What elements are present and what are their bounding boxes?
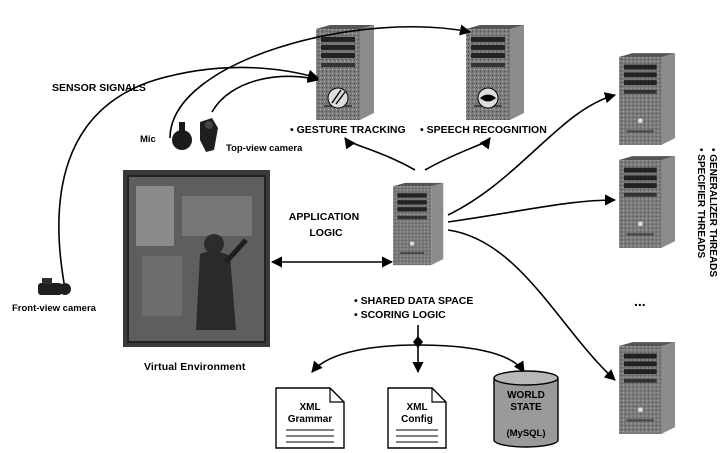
xml-config-line-2: Config xyxy=(401,414,433,425)
top-view-camera-icon xyxy=(200,118,218,152)
xml-grammar-line-1: XML xyxy=(299,402,320,413)
mic-icon xyxy=(172,122,192,150)
thread-server-3-icon xyxy=(619,342,676,434)
thread-server-1-icon xyxy=(619,53,676,145)
thread-server-2-icon xyxy=(619,156,676,248)
database-title-line-1: WORLD xyxy=(507,390,545,401)
virtual-environment-image xyxy=(123,170,270,347)
speech-recognition-label: • SPEECH RECOGNITION xyxy=(420,124,547,136)
hand-icon xyxy=(327,87,349,109)
generalizer-threads-label: • GENERALIZER THREADS xyxy=(707,148,718,277)
sensor-signals-label: SENSOR SIGNALS xyxy=(52,82,146,94)
front-view-camera-label: Front-view camera xyxy=(12,303,97,314)
xml-grammar-document xyxy=(275,387,345,449)
xml-config-line-1: XML xyxy=(406,402,427,413)
application-logic-label-1: APPLICATION xyxy=(289,211,359,223)
shared-data-space-label: • SHARED DATA SPACE xyxy=(354,295,473,307)
xml-grammar-line-2: Grammar xyxy=(288,414,333,425)
xml-config-document xyxy=(387,387,447,449)
top-view-camera-label: Top-view camera xyxy=(226,143,303,154)
virtual-environment-label: Virtual Environment xyxy=(144,361,246,373)
lips-icon xyxy=(477,87,499,109)
branch-diamond-icon xyxy=(413,336,423,348)
ellipsis-label: ... xyxy=(634,293,646,309)
application-logic-label-2: LOGIC xyxy=(309,227,343,239)
database-subtitle: (MySQL) xyxy=(506,428,545,439)
database-title-line-2: STATE xyxy=(510,402,542,413)
front-view-camera-icon xyxy=(38,278,71,295)
world-state-database-icon xyxy=(493,370,559,448)
scoring-logic-label: • SCORING LOGIC xyxy=(354,309,446,321)
mic-label: Mic xyxy=(140,134,156,145)
central-server-icon xyxy=(393,182,444,266)
arrows xyxy=(58,24,617,381)
gesture-tracking-label: • GESTURE TRACKING xyxy=(290,124,406,136)
specifier-threads-label: • SPECIFIER THREADS xyxy=(695,148,706,259)
